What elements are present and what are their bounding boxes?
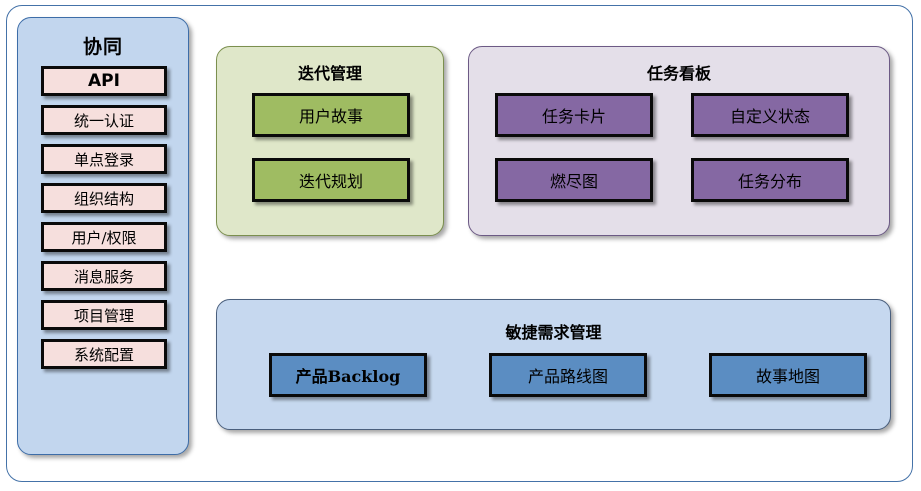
task-box-custom-status[interactable]: 自定义状态: [691, 93, 849, 137]
panel-agile-requirement-management[interactable]: 敏捷需求管理 产品Backlog 产品路线图 故事地图: [216, 299, 891, 430]
iteration-box-user-story[interactable]: 用户故事: [252, 93, 410, 137]
collaboration-module-list: API 统一认证 单点登录 组织结构 用户/权限 消息服务 项目管理 系统配置: [41, 66, 167, 378]
iteration-box-label: 用户故事: [298, 107, 363, 126]
panel-collaboration-title: 协同: [82, 36, 123, 58]
sidebar-item-label: 消息服务: [73, 267, 134, 286]
panel-iteration-management[interactable]: 迭代管理 用户故事 迭代规划: [216, 46, 444, 236]
sidebar-item-org-structure[interactable]: 组织结构: [41, 183, 167, 213]
agile-box-product-backlog[interactable]: 产品Backlog: [269, 353, 427, 397]
sidebar-item-api[interactable]: API: [41, 66, 167, 96]
sidebar-item-label: 系统配置: [73, 345, 134, 364]
iteration-box-iteration-planning[interactable]: 迭代规划: [252, 158, 410, 202]
sidebar-item-label: 单点登录: [73, 150, 134, 169]
panel-task-board-title: 任务看板: [646, 64, 711, 83]
agile-box-label: 产品路线图: [527, 367, 608, 386]
panel-task-board[interactable]: 任务看板 任务卡片 自定义状态 燃尽图 任务分布: [468, 46, 890, 236]
task-box-label: 自定义状态: [729, 107, 810, 126]
sidebar-item-label: 组织结构: [73, 189, 134, 208]
sidebar-item-project-management[interactable]: 项目管理: [41, 300, 167, 330]
task-box-label: 任务卡片: [541, 107, 606, 126]
agile-box-story-map[interactable]: 故事地图: [709, 353, 867, 397]
sidebar-item-message-service[interactable]: 消息服务: [41, 261, 167, 291]
agile-box-label: 故事地图: [755, 367, 820, 386]
sidebar-item-single-sign-on[interactable]: 单点登录: [41, 144, 167, 174]
panel-agile-requirement-management-title: 敏捷需求管理: [505, 323, 602, 342]
task-box-burndown-chart[interactable]: 燃尽图: [495, 158, 653, 202]
task-box-task-distribution[interactable]: 任务分布: [691, 158, 849, 202]
sidebar-item-system-config[interactable]: 系统配置: [41, 339, 167, 369]
sidebar-item-label: API: [88, 71, 120, 91]
sidebar-item-label: 用户/权限: [71, 228, 137, 247]
agile-box-label: 产品Backlog: [295, 367, 401, 386]
iteration-box-label: 迭代规划: [298, 172, 363, 191]
sidebar-item-unified-auth[interactable]: 统一认证: [41, 105, 167, 135]
panel-iteration-management-title: 迭代管理: [297, 64, 362, 83]
task-box-label: 任务分布: [737, 172, 802, 191]
panel-collaboration[interactable]: 协同 API 统一认证 单点登录 组织结构 用户/权限 消息服务 项目管理: [17, 17, 189, 455]
sidebar-item-label: 统一认证: [73, 111, 134, 130]
agile-box-product-roadmap[interactable]: 产品路线图: [489, 353, 647, 397]
sidebar-item-label: 项目管理: [73, 306, 134, 325]
sidebar-item-user-permission[interactable]: 用户/权限: [41, 222, 167, 252]
task-box-label: 燃尽图: [549, 172, 598, 191]
task-box-task-card[interactable]: 任务卡片: [495, 93, 653, 137]
